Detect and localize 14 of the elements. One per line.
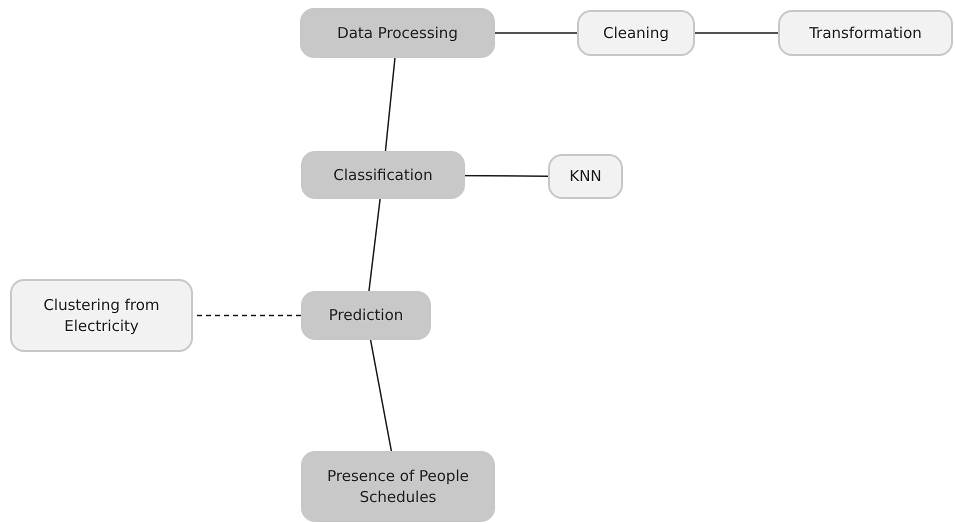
topic-box: Transformation (778, 10, 953, 56)
topic-box: Clustering from Electricity (10, 279, 193, 352)
connector-line (370, 340, 392, 452)
connector-line (495, 32, 577, 34)
topic-box: Prediction (301, 291, 431, 340)
connector-line (465, 174, 548, 177)
topic-box: Cleaning (577, 10, 695, 56)
topic-box: Presence of People Schedules (301, 451, 495, 522)
topic-box: KNN (548, 154, 623, 199)
topic-box: Classification (301, 151, 465, 199)
connector-line (384, 58, 396, 152)
connector-line (695, 32, 778, 34)
connector-line (368, 198, 381, 292)
topic-box: Data Processing (300, 8, 495, 58)
